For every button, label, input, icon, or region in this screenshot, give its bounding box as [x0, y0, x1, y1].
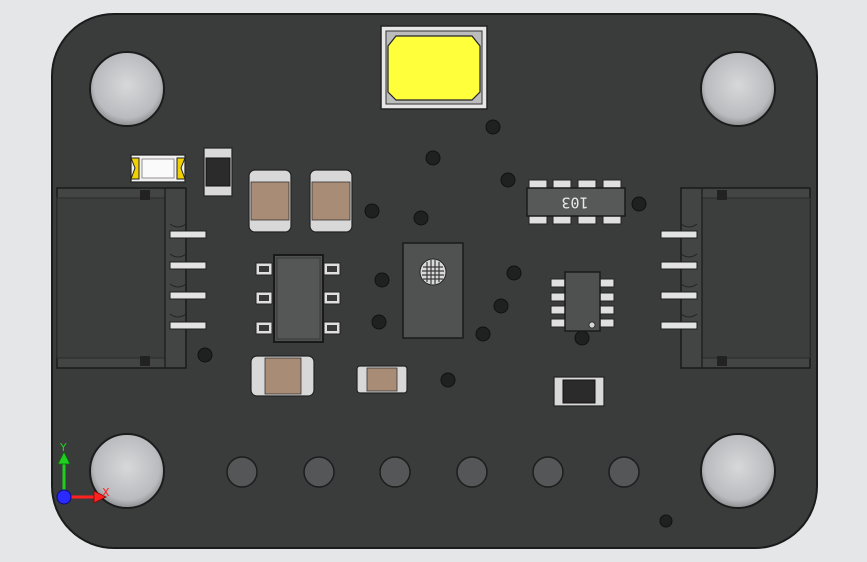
- via: [475, 326, 491, 342]
- header-pad[interactable]: [532, 456, 564, 488]
- capacitor[interactable]: [248, 169, 292, 233]
- vias: [197, 119, 673, 528]
- coordinate-triad-icon[interactable]: Y X: [56, 441, 110, 505]
- capacitor[interactable]: [309, 169, 353, 233]
- resistor-array[interactable]: 103: [526, 179, 626, 225]
- header-pad[interactable]: [379, 456, 411, 488]
- mounting-hole-top-left[interactable]: [89, 51, 165, 127]
- via: [659, 514, 673, 528]
- ic-soic8[interactable]: [550, 271, 615, 332]
- via: [493, 298, 509, 314]
- header-pad[interactable]: [303, 456, 335, 488]
- via: [425, 150, 441, 166]
- mounting-hole-bottom-right[interactable]: [700, 433, 776, 509]
- resistor[interactable]: [356, 365, 408, 394]
- smd-diode-bottom[interactable]: [553, 376, 605, 407]
- mounting-hole-bottom-left[interactable]: [89, 433, 165, 509]
- resistor-array-marking: 103: [561, 194, 588, 212]
- via: [197, 347, 213, 363]
- via: [506, 265, 522, 281]
- status-led[interactable]: [130, 154, 186, 183]
- via: [574, 330, 590, 346]
- mounting-hole-top-right[interactable]: [700, 51, 776, 127]
- header-pad[interactable]: [608, 456, 640, 488]
- via: [485, 119, 501, 135]
- mounting-holes: [89, 51, 776, 509]
- capacitor[interactable]: [250, 355, 315, 397]
- via: [371, 314, 387, 330]
- sensor-chip[interactable]: [402, 242, 464, 339]
- via: [500, 172, 516, 188]
- via: [631, 196, 647, 212]
- connector-right[interactable]: [660, 187, 811, 369]
- via: [440, 372, 456, 388]
- via: [364, 203, 380, 219]
- header-pad[interactable]: [456, 456, 488, 488]
- smd-diode[interactable]: [203, 147, 233, 197]
- connector-left[interactable]: [56, 187, 207, 369]
- via: [374, 272, 390, 288]
- triad-y-label: Y: [59, 441, 67, 454]
- header-pad[interactable]: [226, 456, 258, 488]
- led-top[interactable]: [380, 25, 488, 110]
- voltage-regulator[interactable]: [255, 254, 341, 343]
- header-pads: [226, 456, 640, 488]
- via: [413, 210, 429, 226]
- pin1-marker: [588, 321, 596, 329]
- triad-x-label: X: [102, 486, 110, 499]
- led-emitter: [387, 35, 481, 101]
